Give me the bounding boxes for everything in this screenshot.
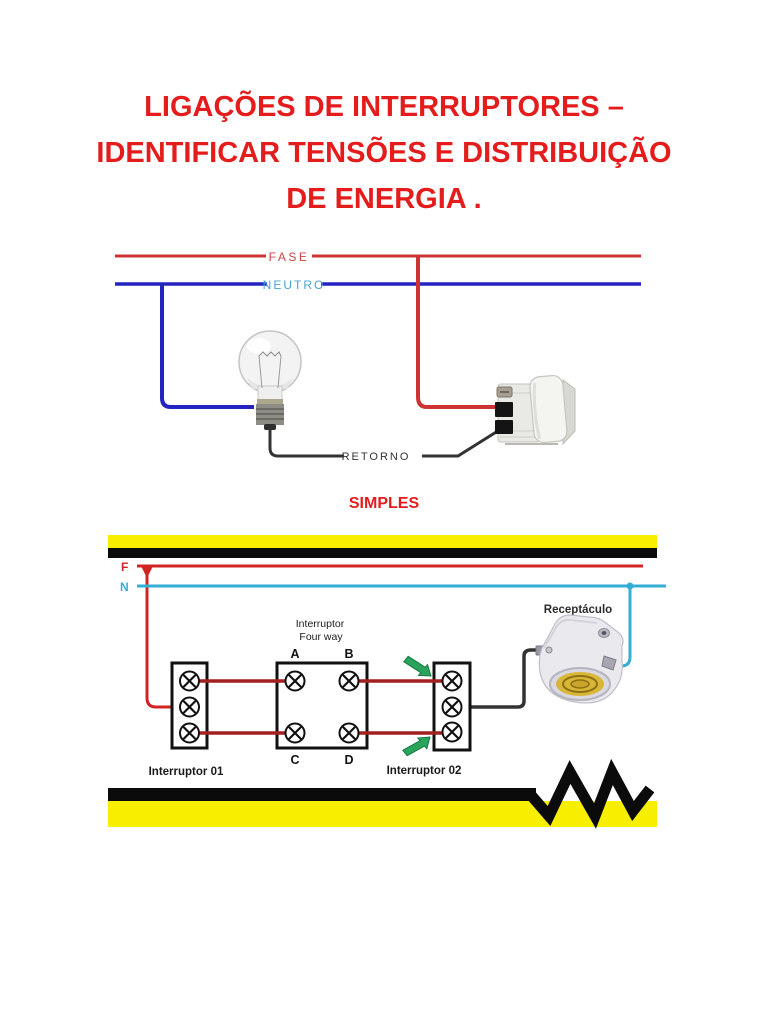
neutral-feed-label: N (120, 580, 129, 594)
four-way-terminals (284, 670, 360, 744)
diagram-caption: SIMPLES (348, 495, 420, 512)
diagram-simples: FASE NEUTRO RETORNO (115, 250, 641, 463)
page-title: LIGAÇÕES DE INTERRUPTORES – IDENTIFICAR … (0, 84, 768, 222)
bottom-yellow-stripe (108, 801, 657, 827)
top-yellow-stripe (108, 535, 657, 548)
lamp-wire (452, 648, 545, 709)
switch-photo (495, 374, 576, 446)
traveler-wires (189, 679, 452, 735)
terminal-b-label: B (344, 647, 353, 661)
retorno-wire (268, 427, 502, 458)
neutro-wire-to-bulb (160, 285, 254, 409)
switch1-label: Interruptor 01 (149, 766, 224, 778)
fase-wire-to-switch (416, 257, 496, 409)
terminal-a-label: A (290, 647, 299, 661)
light-bulb-illustration (238, 330, 302, 430)
terminal-d-label: D (344, 753, 353, 767)
top-black-stripe (108, 548, 657, 558)
switch2-terminals (441, 670, 463, 743)
green-arrow-top-icon (403, 655, 432, 677)
receptacle-photo (535, 614, 624, 704)
fase-label: FASE (269, 250, 310, 264)
receptacle-label: Receptáculo (544, 604, 612, 616)
green-arrow-bottom-icon (402, 736, 431, 757)
four-way-title-line1: Interruptor (296, 618, 345, 630)
four-way-title-line2: Four way (299, 631, 343, 643)
retorno-label: RETORNO (342, 451, 411, 463)
switch1-terminals (179, 670, 200, 744)
title-line-3: DE ENERGIA . (286, 183, 482, 215)
diagram-four-way: F N Receptáculo Interruptor Four way (108, 535, 666, 829)
bottom-zigzag (525, 758, 655, 829)
phase-drop-wire (145, 568, 184, 709)
bottom-black-stripe (108, 788, 536, 801)
switch2-label: Interruptor 02 (387, 765, 462, 777)
terminal-c-label: C (290, 753, 299, 767)
neutro-label: NEUTRO (263, 278, 326, 292)
title-line-2: IDENTIFICAR TENSÕES E DISTRIBUIÇÃO (96, 137, 672, 169)
title-line-1: LIGAÇÕES DE INTERRUPTORES – (144, 91, 624, 123)
phase-feed-label: F (121, 560, 128, 574)
